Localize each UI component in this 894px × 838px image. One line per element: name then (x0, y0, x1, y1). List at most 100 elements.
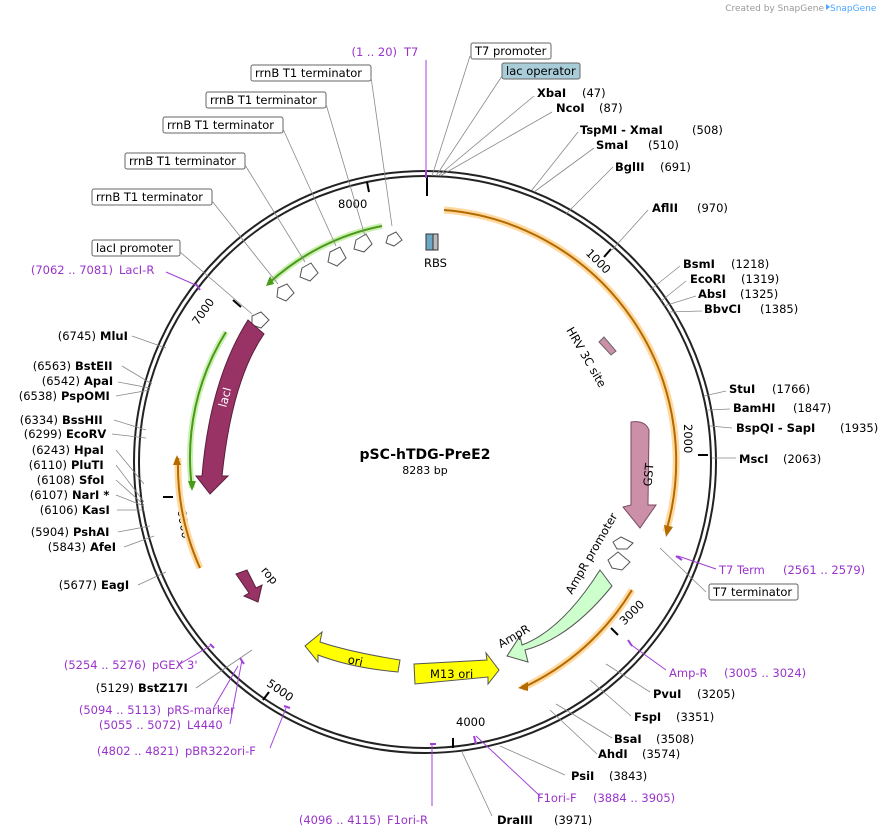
orange-arc-2-head (518, 682, 528, 691)
enzyme-mlui-pos: (6745) (58, 329, 96, 343)
orange-arc-1 (443, 209, 678, 533)
enzyme-bsteii: BstEII (75, 359, 113, 373)
primer-ampr: Amp-R (669, 666, 708, 680)
enzyme-bsai: BsaI (614, 732, 642, 746)
enzyme-apai: ApaI (84, 374, 113, 388)
label-laci-promoter: lacI promoter (96, 241, 173, 255)
enzyme-draiii-pos: (3971) (554, 813, 592, 827)
enzyme-smai-pos: (510) (648, 138, 679, 152)
label-rrnb-4: rrnB T1 terminator (129, 154, 236, 168)
label-t7-terminator: T7 terminator (712, 585, 792, 599)
primer-t7term: T7 Term (718, 563, 765, 577)
enzyme-psii-pos: (3843) (609, 769, 647, 783)
feature-laci: lacI (216, 386, 235, 409)
enzyme-pshai-pos: (5904) (31, 525, 69, 539)
enzyme-bbvci-pos: (1385) (760, 302, 798, 316)
tick-5000: 5000 (264, 676, 296, 704)
enzyme-labels-right: XbaI (47) NcoI (87) TspMI - XmaI (508) S… (497, 86, 878, 827)
ori-arrow (304, 630, 401, 673)
primer-pgex: pGEX 3' (152, 658, 198, 672)
primer-l4440: L4440 (187, 718, 223, 732)
enzyme-sfoi-pos: (6108) (37, 473, 75, 487)
enzyme-sfoi: SfoI (79, 473, 104, 487)
enzyme-bsshii-pos: (6334) (20, 413, 58, 427)
enzyme-bspqi-pos: (1935) (840, 421, 878, 435)
primer-prs-pos: (5094 .. 5113) (79, 703, 161, 717)
m13-ori-arrow (413, 651, 500, 686)
enzyme-ecori: EcoRI (690, 272, 726, 286)
enzyme-smai: SmaI (596, 138, 628, 152)
enzyme-stui-pos: (1766) (772, 382, 810, 396)
tick-4000: 4000 (456, 715, 485, 729)
ampr-promoter-mark-1 (612, 536, 634, 550)
tick-2000: 2000 (681, 424, 695, 453)
feature-rbs: RBS (424, 256, 447, 270)
primer-l4440-pos: (5055 .. 5072) (99, 718, 181, 732)
rop-arrow (235, 569, 263, 603)
primer-pbr322: pBR322ori-F (185, 744, 256, 758)
enzyme-pluti-pos: (6110) (29, 458, 67, 472)
label-rrnb-5: rrnB T1 terminator (96, 190, 203, 204)
tick-7000: 7000 (189, 295, 217, 327)
enzyme-eagi: EagI (101, 578, 129, 592)
enzyme-bamhi-pos: (1847) (793, 401, 831, 415)
snapgene-brand: SnapGene (830, 4, 877, 14)
enzyme-pluti: PluTI (71, 458, 104, 472)
orange-arc-3 (176, 457, 201, 569)
enzyme-pvui: PvuI (653, 687, 681, 701)
primer-t7term-pos: (2561 .. 2579) (783, 563, 865, 577)
snapgene-logo-icon (826, 4, 830, 10)
enzyme-ncoi: NcoI (556, 101, 585, 115)
ampr-arrow (506, 569, 613, 663)
tick-8000: 8000 (338, 197, 367, 211)
enzyme-fspi-pos: (3351) (676, 710, 714, 724)
enzyme-psponi: PspOMI (61, 389, 110, 403)
enzyme-bsmi: BsmI (683, 257, 715, 271)
enzyme-bsmi-pos: (1218) (731, 257, 769, 271)
enzyme-afei: AfeI (90, 540, 116, 554)
gst-arrow (622, 421, 657, 529)
enzyme-apai-pos: (6542) (42, 374, 80, 388)
ampr-promoter-mark-2 (607, 551, 631, 571)
enzyme-absi-pos: (1325) (740, 287, 778, 301)
boxed-labels: T7 promoter lac operator rrnB T1 termina… (91, 42, 799, 601)
hrv3c-mark (598, 336, 617, 356)
plasmid-title: pSC-hTDG-PreE2 (360, 447, 491, 463)
enzyme-msci: MscI (739, 452, 768, 466)
label-rrnb-3: rrnB T1 terminator (167, 118, 274, 132)
enzyme-hpai: HpaI (74, 443, 104, 457)
enzyme-ahdi: AhdI (598, 747, 628, 761)
enzyme-bamhi: BamHI (733, 401, 775, 415)
enzyme-fspi: FspI (634, 710, 661, 724)
green-arc-2-head (188, 481, 196, 491)
primer-t7-pos: (1 .. 20) (351, 45, 397, 59)
primer-laci-r: LacI-R (119, 263, 154, 277)
primer-f1ori-r: F1ori-R (387, 813, 428, 827)
enzyme-kasi: KasI (82, 503, 110, 517)
enzyme-kasi-pos: (6106) (40, 503, 78, 517)
enzyme-aflii-pos: (970) (697, 201, 728, 215)
primer-pbr322-pos: (4802 .. 4821) (97, 744, 179, 758)
laci-arrow (194, 319, 265, 495)
green-arc-1-head (266, 276, 274, 286)
enzyme-hpai-pos: (6243) (32, 443, 70, 457)
enzyme-xbai-pos: (47) (582, 86, 606, 100)
enzyme-ecori-pos: (1319) (741, 272, 779, 286)
enzyme-eagi-pos: (5677) (59, 578, 97, 592)
primer-marks (195, 170, 683, 745)
enzyme-labels-left: (5129) BstZ17I (5677) EagI (5843) AfeI (… (19, 329, 188, 695)
orange-arc-2 (521, 589, 633, 689)
enzyme-aflii: AflII (652, 201, 678, 215)
enzyme-msci-pos: (2063) (783, 452, 821, 466)
orange-arc-1-head (664, 525, 673, 537)
enzyme-pshai: PshAI (73, 525, 109, 539)
enzyme-absi: AbsI (698, 287, 726, 301)
primer-labels: (1 .. 20) T7 T7 Term (2561 .. 2579) Amp-… (31, 45, 865, 827)
enzyme-ecorv-pos: (6299) (24, 427, 62, 441)
watermark-text: Created by SnapGene (725, 4, 824, 14)
enzyme-bglii-pos: (691) (660, 160, 691, 174)
primer-laci-r-pos: (7062 .. 7081) (31, 263, 113, 277)
enzyme-psponi-pos: (6538) (19, 389, 57, 403)
plasmid-size: 8283 bp (402, 464, 447, 477)
